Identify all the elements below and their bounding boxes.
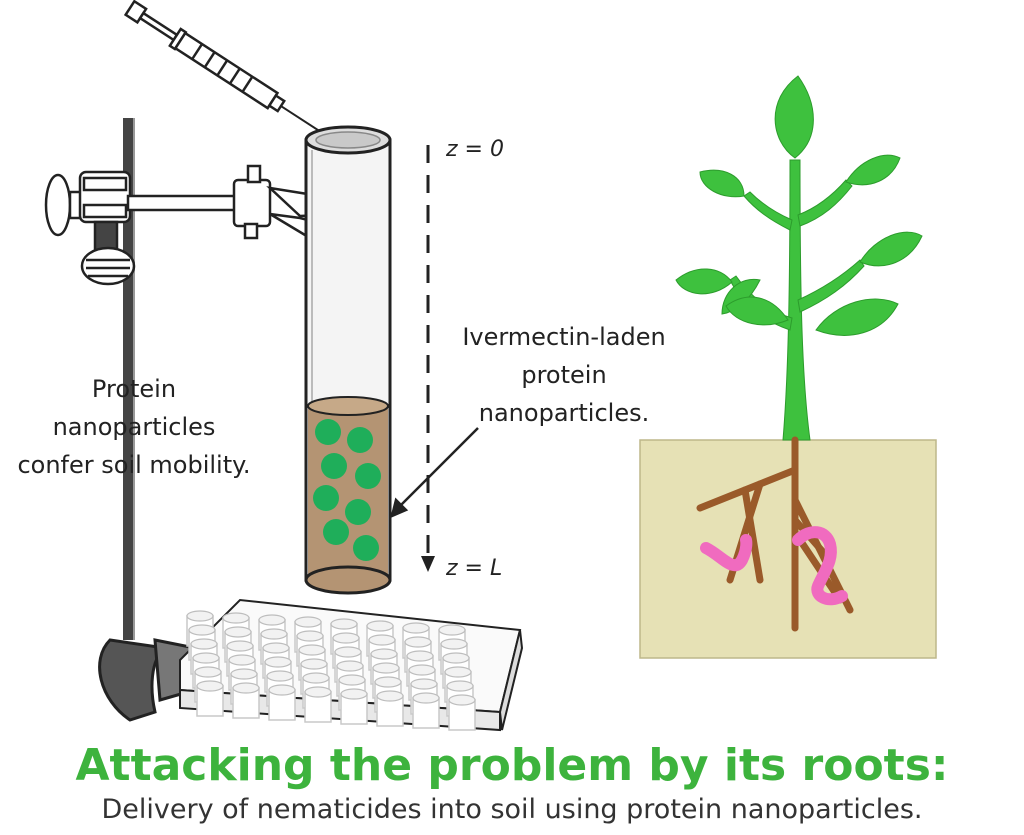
well-opening	[302, 672, 330, 684]
well-opening	[376, 690, 404, 702]
leaf	[725, 296, 789, 326]
leaf	[774, 75, 814, 159]
well	[412, 697, 440, 729]
well-opening	[368, 634, 396, 646]
nanoparticles	[313, 419, 381, 561]
nanoparticle	[355, 463, 381, 489]
well-opening	[262, 642, 290, 654]
well-opening	[224, 626, 252, 638]
well-opening	[408, 664, 436, 676]
nanoparticle	[315, 419, 341, 445]
well-opening	[304, 686, 332, 698]
particles-callout-line1: Ivermectin-laden	[462, 323, 666, 351]
mobility-note-line2: nanoparticles	[52, 413, 216, 441]
well-grid	[186, 610, 476, 731]
well-opening	[194, 666, 222, 678]
well-opening	[332, 632, 360, 644]
particles-callout: Ivermectin-laden protein nanoparticles.	[426, 318, 702, 432]
well-opening	[340, 688, 368, 700]
well-opening	[188, 624, 216, 636]
well-opening	[222, 612, 250, 624]
nanoparticle	[323, 519, 349, 545]
leaf	[699, 169, 745, 198]
caption-title: Attacking the problem by its roots:	[75, 740, 949, 791]
well-opening	[402, 622, 430, 634]
caption-subtitle: Delivery of nematicides into soil using …	[101, 794, 923, 825]
nanoparticle	[321, 453, 347, 479]
nanoparticle	[347, 427, 373, 453]
z-top-label: z = 0	[446, 137, 504, 162]
well-opening	[336, 660, 364, 672]
well-opening	[196, 680, 224, 692]
well-opening	[266, 670, 294, 682]
well-opening	[410, 678, 438, 690]
well-opening	[300, 658, 328, 670]
well-opening	[440, 638, 468, 650]
mobility-note-line3: confer soil mobility.	[17, 451, 251, 479]
well-opening	[296, 630, 324, 642]
particles-callout-line3: nanoparticles.	[478, 399, 650, 427]
well-opening	[186, 610, 214, 622]
leaf	[675, 268, 733, 295]
nematode	[792, 526, 848, 606]
well-opening	[338, 674, 366, 686]
nanoparticle	[345, 499, 371, 525]
leaf	[845, 154, 901, 186]
well-opening	[370, 648, 398, 660]
well-opening	[330, 618, 358, 630]
well-opening	[232, 682, 260, 694]
well-opening	[444, 666, 472, 678]
well-opening	[258, 614, 286, 626]
well-opening	[298, 644, 326, 656]
nematode	[700, 534, 753, 572]
well-opening	[406, 650, 434, 662]
burette-clamp	[44, 164, 350, 286]
well-opening	[448, 694, 476, 706]
well-opening	[438, 624, 466, 636]
nematodes	[700, 526, 848, 606]
well-opening	[192, 652, 220, 664]
well-opening	[404, 636, 432, 648]
leaf	[815, 298, 899, 336]
well-opening	[442, 652, 470, 664]
well-opening	[228, 654, 256, 666]
well-opening	[412, 692, 440, 704]
well-opening	[260, 628, 288, 640]
mobility-note-line1: Protein	[91, 375, 177, 403]
depth-axis	[421, 145, 435, 572]
well-opening	[226, 640, 254, 652]
well-opening	[372, 662, 400, 674]
plant-leaves	[675, 75, 923, 336]
syringe	[123, 0, 324, 135]
well-opening	[334, 646, 362, 658]
z-bottom-label: z = L	[446, 556, 503, 581]
well-opening	[446, 680, 474, 692]
well-opening	[366, 620, 394, 632]
well-opening	[190, 638, 218, 650]
mobility-note: Protein nanoparticles confer soil mobili…	[0, 370, 268, 484]
well-opening	[230, 668, 258, 680]
nanoparticle	[313, 485, 339, 511]
callout-arrow	[390, 427, 479, 519]
well-opening	[374, 676, 402, 688]
well-opening	[294, 616, 322, 628]
leaf	[859, 231, 923, 267]
particles-callout-line2: protein	[521, 361, 607, 389]
well-opening	[268, 684, 296, 696]
nanoparticle	[353, 535, 379, 561]
glass-column	[304, 125, 392, 595]
well-opening	[264, 656, 292, 668]
